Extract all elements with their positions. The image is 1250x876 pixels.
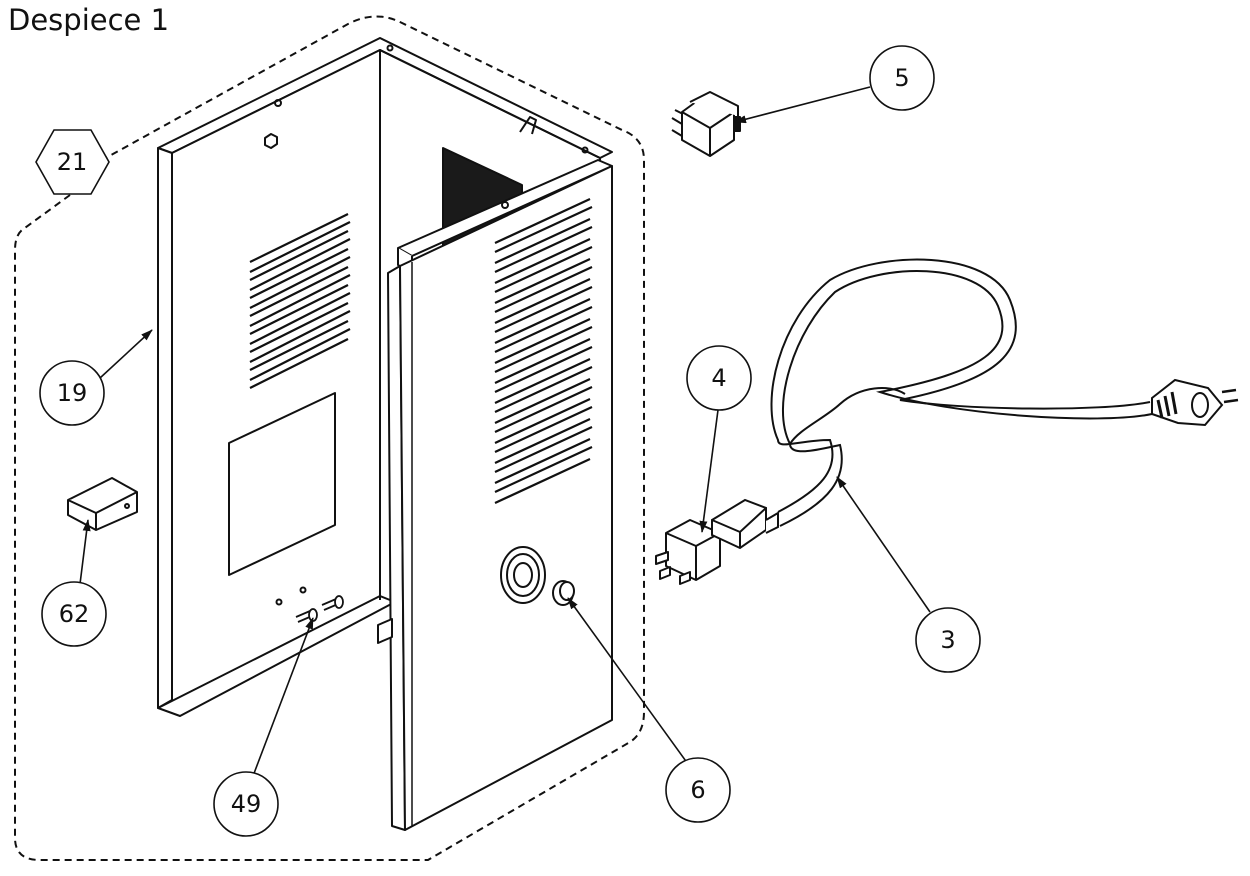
vent-slots-left — [249, 213, 351, 389]
callout-5: 5 — [869, 45, 935, 111]
callout-19: 19 — [39, 360, 105, 426]
vent-slots-right — [494, 198, 593, 504]
callout-49: 49 — [213, 771, 279, 837]
drawing-title: Despiece 1 — [8, 3, 169, 37]
svg-text:21: 21 — [57, 148, 88, 176]
callout-62: 62 — [41, 581, 107, 647]
cabinet-back-panel — [157, 37, 613, 717]
power-cord-3 — [711, 258, 1239, 550]
rubber-foot-62 — [67, 477, 138, 531]
callout-21: 21 — [35, 129, 110, 195]
svg-text:19: 19 — [57, 379, 88, 407]
svg-text:5: 5 — [894, 64, 909, 92]
svg-text:6: 6 — [690, 776, 705, 804]
svg-text:3: 3 — [940, 626, 955, 654]
svg-text:4: 4 — [711, 364, 726, 392]
callout-3: 3 — [915, 607, 981, 673]
rocker-switch-5 — [671, 91, 741, 157]
leader-lines — [79, 86, 931, 777]
svg-text:49: 49 — [231, 790, 262, 818]
callout-4: 4 — [686, 345, 752, 411]
power-connector-4 — [655, 519, 721, 585]
svg-text:62: 62 — [59, 600, 90, 628]
callout-6: 6 — [665, 757, 731, 823]
cabinet-front-panel — [377, 159, 613, 831]
